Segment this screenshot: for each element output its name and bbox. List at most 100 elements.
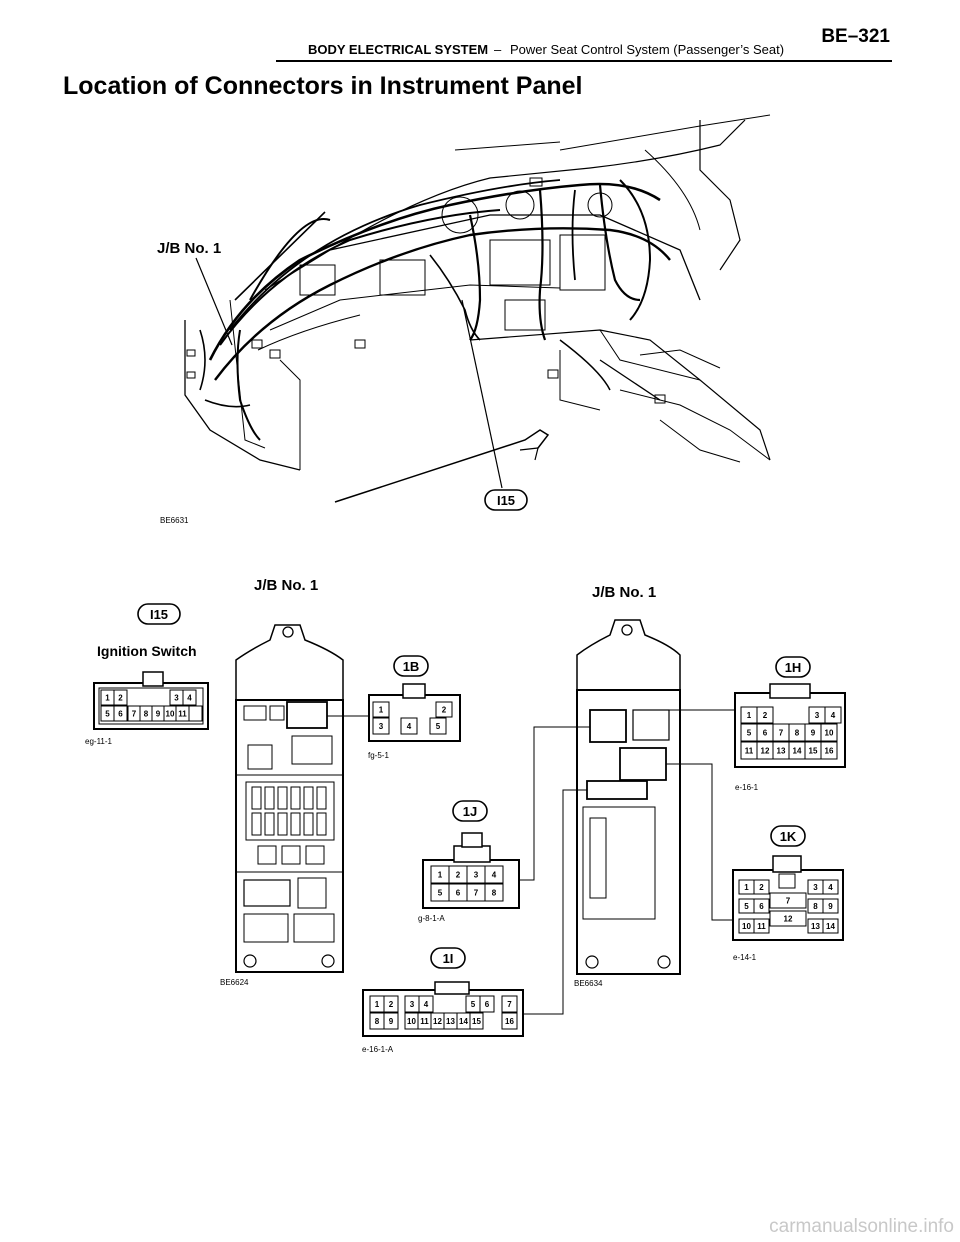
pin-number: 5 [438, 889, 443, 898]
jb-left-body [235, 624, 344, 973]
pin-number: 10 [825, 729, 834, 738]
fuse-slot [264, 786, 275, 810]
pin-cavity [372, 701, 390, 718]
page-number: BE–321 [821, 26, 890, 47]
pin-number: 9 [828, 902, 833, 911]
pin-cavity [435, 701, 453, 718]
pin-cavity [182, 689, 197, 706]
pin-number: 5 [747, 729, 752, 738]
pin-cavity [822, 879, 839, 895]
pin-number: 8 [144, 710, 149, 719]
pin-cavity [824, 706, 842, 724]
pin-number: 7 [786, 897, 791, 906]
pin-number: 12 [761, 747, 770, 756]
pin-number: 8 [492, 889, 497, 898]
pin-number: 5 [744, 902, 749, 911]
pin-number: 2 [442, 706, 447, 715]
c1i-badge: 1I [443, 951, 454, 966]
pin-cavity [372, 717, 390, 735]
pin-number: 9 [811, 729, 816, 738]
c1i-code: e-16-1-A [362, 1045, 394, 1054]
fuse-slot [290, 786, 301, 810]
fuse-slot [264, 812, 275, 836]
header-rule [276, 60, 892, 62]
pin-number: 8 [795, 729, 800, 738]
c1b-code: fg-5-1 [368, 751, 389, 760]
c1j-badge: 1J [463, 804, 477, 819]
pin-number: 1 [375, 1000, 380, 1009]
fuse-slot [251, 786, 262, 810]
pin-number: 13 [777, 747, 786, 756]
fuse-slot [303, 786, 314, 810]
header-separator: – [494, 42, 502, 57]
pin-number: 2 [389, 1000, 394, 1009]
pin-cavity [418, 995, 434, 1013]
overview-figure-code: BE6631 [160, 516, 189, 525]
pin-cavity [501, 1012, 518, 1030]
fuse-slot [316, 812, 327, 836]
watermark: carmanualsonline.info [769, 1216, 954, 1237]
pin-cavity [113, 705, 128, 722]
pin-cavity [469, 1012, 484, 1030]
pin-number: 6 [759, 902, 764, 911]
pin-number: 10 [407, 1017, 416, 1026]
fuse-slot [316, 786, 327, 810]
c1k-badge: 1K [780, 829, 797, 844]
ignition-switch-label: Ignition Switch [97, 643, 197, 659]
fuse-slot [277, 812, 288, 836]
pin-cavity [756, 706, 774, 724]
pin-cavity [822, 898, 839, 914]
page-title: Location of Connectors in Instrument Pan… [63, 72, 583, 100]
pin-number: 14 [826, 922, 835, 931]
pin-number: 14 [793, 747, 802, 756]
instrument-panel-illustration [184, 114, 771, 503]
ignition-code: eg-11-1 [85, 737, 113, 746]
overview-jb-label: J/B No. 1 [157, 240, 221, 257]
pin-number: 9 [156, 710, 161, 719]
pin-number: 16 [505, 1017, 514, 1026]
c1h-badge: 1H [785, 660, 802, 675]
jb-left-code: BE6624 [220, 978, 249, 987]
pin-cavity [383, 1012, 399, 1030]
pin-number: 10 [742, 922, 751, 931]
pin-number: 4 [831, 711, 836, 720]
ignition-badge: I15 [150, 607, 168, 622]
pin-number: 6 [485, 1000, 490, 1009]
c1b-badge: 1B [403, 659, 420, 674]
c1h-code: e-16-1 [735, 783, 759, 792]
pin-number: 7 [132, 710, 137, 719]
pin-cavity [753, 879, 770, 895]
page-header: BODY ELECTRICAL SYSTEM – Power Seat Cont… [276, 20, 892, 60]
pin-number: 1 [747, 711, 752, 720]
pin-number: 3 [813, 883, 818, 892]
pin-number: 2 [456, 871, 461, 880]
jb-right-body [576, 619, 681, 975]
pin-cavity [501, 995, 518, 1013]
pin-number: 6 [456, 889, 461, 898]
pin-number: 4 [492, 871, 497, 880]
pin-number: 11 [178, 710, 187, 719]
pin-cavity [188, 705, 203, 722]
fuse-slot [277, 786, 288, 810]
pin-cavity [484, 865, 504, 884]
pin-number: 7 [779, 729, 784, 738]
pin-number: 3 [815, 711, 820, 720]
pin-cavity [820, 723, 838, 742]
pin-number: 8 [813, 902, 818, 911]
pin-number: 16 [825, 747, 834, 756]
pin-cavity [479, 995, 495, 1013]
c1k-code: e-14-1 [733, 953, 757, 962]
pin-cavity [820, 741, 838, 760]
pin-cavity [113, 689, 128, 706]
header-section: BODY ELECTRICAL SYSTEM [308, 42, 489, 57]
pin-number: 15 [472, 1017, 481, 1026]
pin-number: 14 [459, 1017, 468, 1026]
c1j-code: g-8-1-A [418, 914, 445, 923]
pin-cavity [753, 898, 770, 914]
jb-right-code: BE6634 [574, 979, 603, 988]
pin-number: 2 [118, 694, 123, 703]
pin-cavity [822, 918, 839, 934]
pin-number: 10 [166, 710, 175, 719]
pin-number: 12 [784, 915, 793, 924]
pin-number: 9 [389, 1017, 394, 1026]
